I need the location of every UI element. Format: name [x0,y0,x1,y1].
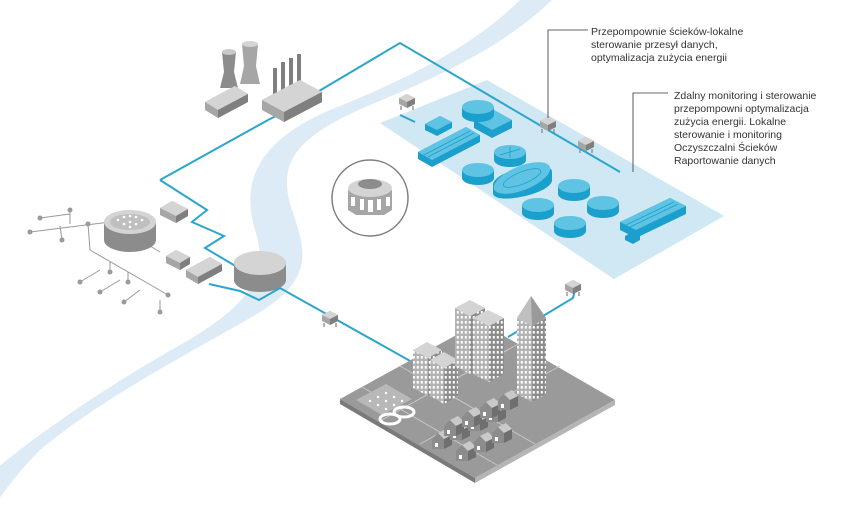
callout-line: zużycia energii. Lokalne [674,116,787,128]
river [0,0,552,498]
city [340,296,615,483]
tower-5 [517,296,546,402]
callout-line: Zdalny monitoring i sterowanie [674,90,817,102]
tower-4 [473,310,504,382]
callout-line: sterowanie przesył danych, [591,39,718,51]
callout-line: Przepompownie ścieków-lokalne [591,26,744,38]
power-plant [205,41,322,122]
wastewater-treatment-plant [418,100,686,244]
pump-houses [160,201,222,284]
callout-line: Oczyszczalni Ścieków [674,142,778,154]
storage-tank [234,251,286,292]
callout-line: Raportowanie danych [674,155,776,167]
callout-line: przepompowni optymalizacja [674,103,809,115]
callout-line: optymalizacja zużycia energii [591,52,727,64]
pump-station-1 [398,93,416,111]
control-center [331,159,409,237]
tower-2 [430,352,458,404]
callout-pump-stations: Przepompownie ścieków-lokalne sterowanie… [591,26,743,65]
callout-leaders [547,29,668,172]
callout-remote-monitoring: Zdalny monitoring i sterowanie przepompo… [674,90,816,168]
pump-station-5 [564,279,582,297]
water-reservoir [104,210,156,252]
callout-line: sterowanie i monitoring [674,129,782,141]
